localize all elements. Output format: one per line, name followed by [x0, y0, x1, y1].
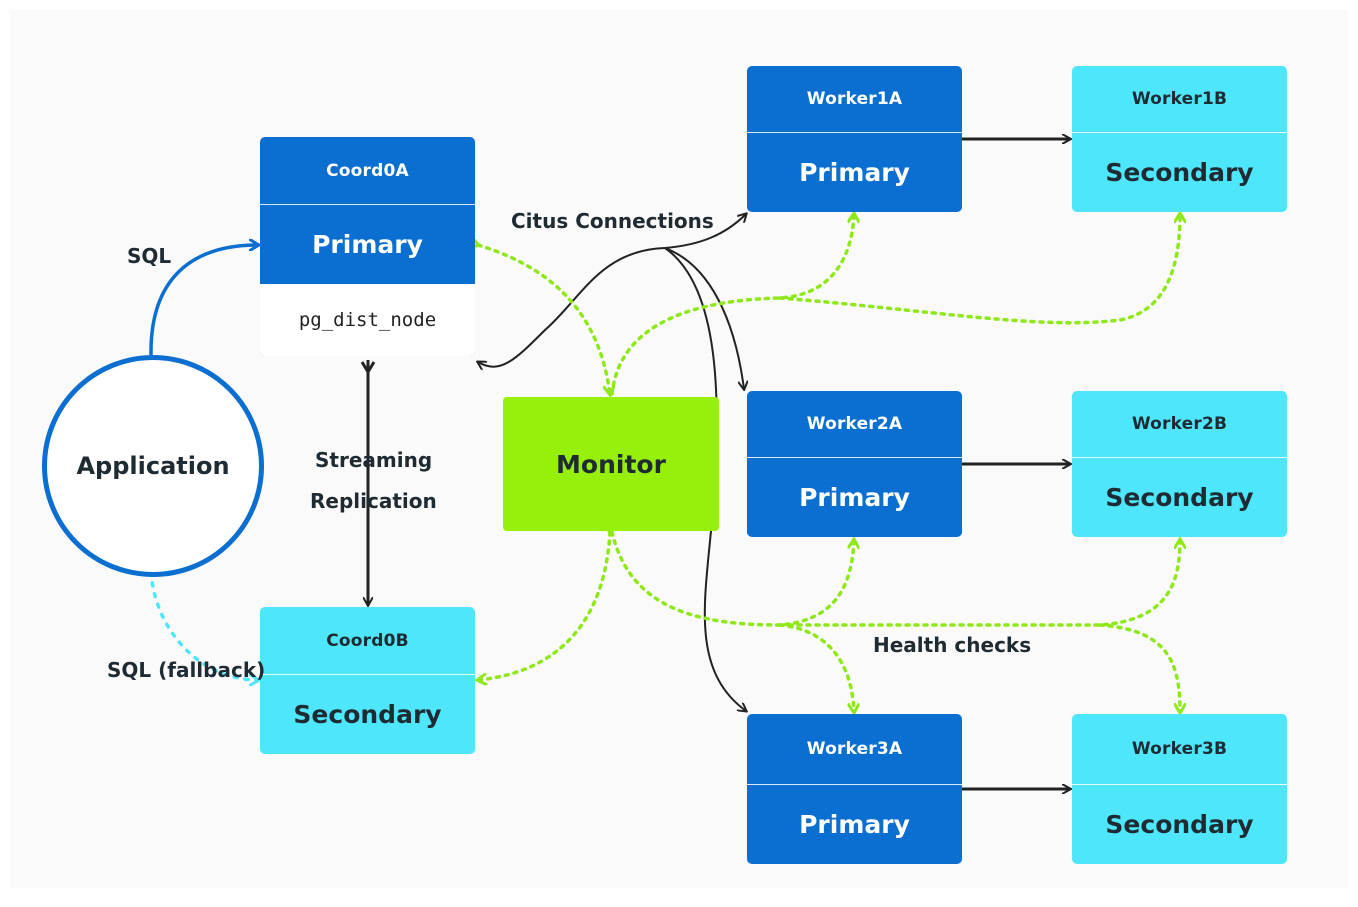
- sql-fallback-arrow: [149, 570, 258, 680]
- divider: [1072, 784, 1287, 785]
- health-checks-label: Health checks: [873, 633, 1032, 657]
- divider: [260, 674, 475, 675]
- worker1a-node: Worker1A Primary: [747, 66, 962, 212]
- worker3a-node: Worker3A Primary: [747, 714, 962, 864]
- monitor-label: Monitor: [556, 449, 666, 479]
- coord0b-role: Secondary: [293, 700, 442, 729]
- health-check-lines: [478, 214, 1180, 712]
- divider: [1072, 457, 1287, 458]
- coord0a-node: Coord0A Primary pg_dist_node: [260, 137, 475, 356]
- application-node: Application: [42, 355, 264, 577]
- worker2a-node: Worker2A Primary: [747, 391, 962, 537]
- sql-label: SQL: [127, 244, 172, 268]
- monitor-node: Monitor: [503, 397, 719, 531]
- divider: [747, 784, 962, 785]
- sql-fallback-label: SQL (fallback): [107, 658, 266, 682]
- application-label: Application: [76, 452, 230, 480]
- worker1a-name: Worker1A: [806, 89, 903, 109]
- worker1b-role: Secondary: [1105, 158, 1254, 187]
- streaming-label: Streaming: [315, 448, 433, 472]
- pg-dist-node-label: pg_dist_node: [260, 284, 475, 356]
- worker3b-role: Secondary: [1105, 810, 1254, 839]
- coord0a-name: Coord0A: [326, 160, 409, 181]
- divider: [260, 204, 475, 205]
- coord0b-name: Coord0B: [326, 630, 409, 651]
- sql-arrow: [149, 245, 258, 356]
- divider: [747, 457, 962, 458]
- worker3a-name: Worker3A: [806, 739, 903, 759]
- worker1b-node: Worker1B Secondary: [1072, 66, 1287, 212]
- citus-connections-label: Citus Connections: [511, 209, 714, 233]
- worker3a-role: Primary: [799, 810, 910, 839]
- worker1b-name: Worker1B: [1131, 89, 1228, 109]
- worker2b-node: Worker2B Secondary: [1072, 391, 1287, 537]
- worker3b-name: Worker3B: [1131, 739, 1228, 759]
- worker1a-role: Primary: [799, 158, 910, 187]
- worker2a-role: Primary: [799, 483, 910, 512]
- replication-label: Replication: [310, 489, 437, 513]
- worker2a-name: Worker2A: [806, 414, 903, 434]
- coord0b-node: Coord0B Secondary: [260, 607, 475, 754]
- divider: [1072, 132, 1287, 133]
- divider: [747, 132, 962, 133]
- worker3b-node: Worker3B Secondary: [1072, 714, 1287, 864]
- coord0a-role: Primary: [312, 230, 423, 259]
- worker2b-role: Secondary: [1105, 483, 1254, 512]
- worker2b-name: Worker2B: [1131, 414, 1228, 434]
